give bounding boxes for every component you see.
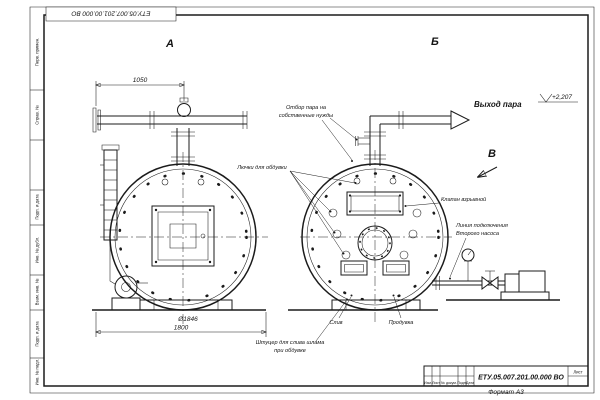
dimensions: 1050 Ø1846 1800 — [96, 77, 266, 337]
steam-outlet-arrow — [451, 111, 469, 129]
format-label: Формат А3 — [488, 389, 524, 396]
sootblower-hatches — [329, 178, 421, 259]
callout-sludge-nozzle: при обдувке — [274, 348, 306, 354]
view-b-label: Б — [431, 36, 439, 48]
title-block: Изм. Лист № докум. Подп. Дата ЕТУ.05.007… — [424, 366, 588, 386]
explosion-hatch — [347, 192, 403, 215]
lower-hatches — [341, 261, 409, 275]
dimension-1050: 1050 — [96, 77, 184, 106]
dimension-value: 1050 — [133, 77, 148, 84]
stamp-label: Подп. и дата — [35, 194, 40, 220]
callout-drain: Слив — [329, 320, 342, 326]
view-b-drawing — [288, 111, 560, 324]
callout-soot-hatches: Лючки для обдувки — [236, 165, 287, 171]
safety-valve-icon — [178, 104, 191, 117]
ground-hatch-b — [288, 310, 438, 318]
callouts: Выход пара +2,207 Отбор пара на собствен… — [236, 94, 578, 354]
callout-own-needs: собственные нужды — [279, 113, 333, 119]
feed-pump-assembly — [432, 249, 560, 308]
bolt-circle — [312, 174, 439, 301]
tb-header: Подп. — [457, 381, 467, 385]
callout-steam-out: Выход пара — [474, 100, 522, 109]
callout-blowdown: Продувка — [389, 320, 414, 326]
view-v-label: В — [488, 148, 496, 160]
doc-number-top: ЕТУ.05.007.201.00.000 ВО — [71, 10, 150, 17]
stamp-label: Инв. № дубл. — [35, 237, 40, 264]
steam-piping-a — [93, 98, 247, 166]
callout-explosion-valve: Клапан взрывной — [441, 196, 486, 203]
diameter-label: Ø1846 — [177, 316, 198, 323]
tb-header: Лист — [432, 381, 440, 385]
stamp-column: Перв. примен. Справ. № Подп. и дата Инв.… — [30, 38, 44, 386]
bolt-circle — [120, 174, 247, 301]
tb-header: Дата — [466, 381, 474, 385]
callout-own-needs: Отбор пара на — [286, 105, 326, 111]
steam-piping-b — [356, 111, 470, 166]
ground-hatch-a — [92, 310, 266, 318]
stamp-label: Перв. примен. — [35, 38, 40, 67]
callout-second-pump: Линия подключения — [455, 223, 508, 229]
doc-number-strip: ЕТУ.05.007.201.00.000 ВО — [46, 7, 176, 21]
stamp-label: Взам. инв. № — [35, 278, 40, 305]
front-door — [152, 206, 214, 266]
dimension-1800: 1800 — [96, 312, 266, 337]
gauge-column — [100, 145, 119, 284]
manhole-cover — [358, 226, 392, 260]
callout-sludge-nozzle: Штуцер для слива шлама — [256, 340, 325, 346]
view-a-drawing — [92, 98, 268, 324]
valve-icon — [482, 277, 490, 289]
view-a-label: А — [165, 38, 174, 50]
stamp-label: Инв. № подл. — [35, 359, 40, 386]
elevation-value: +2,207 — [552, 94, 572, 101]
pressure-gauge-icon — [462, 249, 474, 261]
tb-sheet-label: Лист — [573, 370, 582, 375]
stamp-label: Подп. и дата — [35, 321, 40, 347]
view-v-arrow — [478, 167, 497, 177]
stamp-label: Справ. № — [35, 105, 40, 125]
dimension-value: 1800 — [174, 325, 189, 332]
tb-header: № докум. — [441, 381, 457, 385]
callout-second-pump: Второго насоса — [456, 231, 499, 237]
elevation-mark: +2,207 — [538, 94, 578, 102]
doc-number-main: ЕТУ.05.007.201.00.000 ВО — [478, 375, 564, 382]
tb-header: Изм. — [424, 381, 432, 385]
